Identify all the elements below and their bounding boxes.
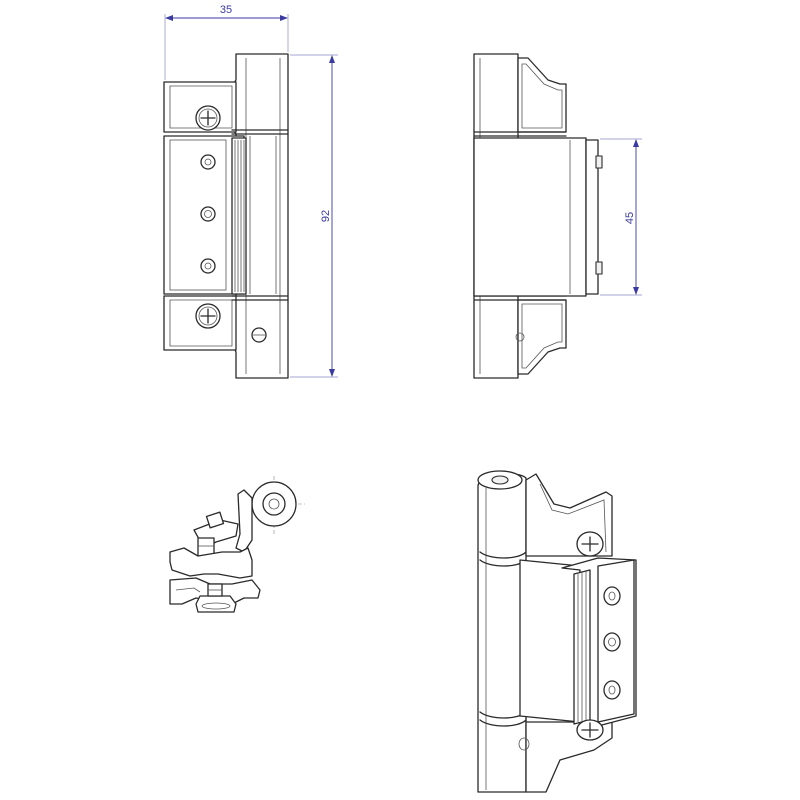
front-grub-screw-icon [251, 327, 267, 343]
front-top-screw-icon [195, 105, 221, 131]
iso-bottom-screw-icon [576, 719, 604, 741]
section-view [169, 476, 305, 613]
leaf-height-dimension-label: 45 [624, 212, 636, 224]
iso-top-screw-icon [576, 531, 604, 557]
leaf-height-dimension: 45 [600, 138, 642, 296]
front-view [163, 53, 289, 379]
iso-hole-top-icon [603, 586, 621, 606]
isometric-view [477, 470, 637, 793]
width-dimension: 35 [164, 4, 289, 80]
iso-hole-bottom-icon [603, 680, 621, 700]
height-dimension-label: 92 [320, 210, 332, 222]
front-hole-top-icon [200, 154, 216, 170]
front-bottom-screw-icon [195, 303, 221, 329]
width-dimension-label: 35 [220, 4, 232, 16]
front-hole-bottom-icon [200, 258, 216, 274]
front-hole-middle-icon [200, 206, 216, 222]
height-dimension: 92 [290, 54, 338, 378]
side-view [473, 53, 603, 379]
iso-hole-middle-icon [603, 632, 621, 652]
